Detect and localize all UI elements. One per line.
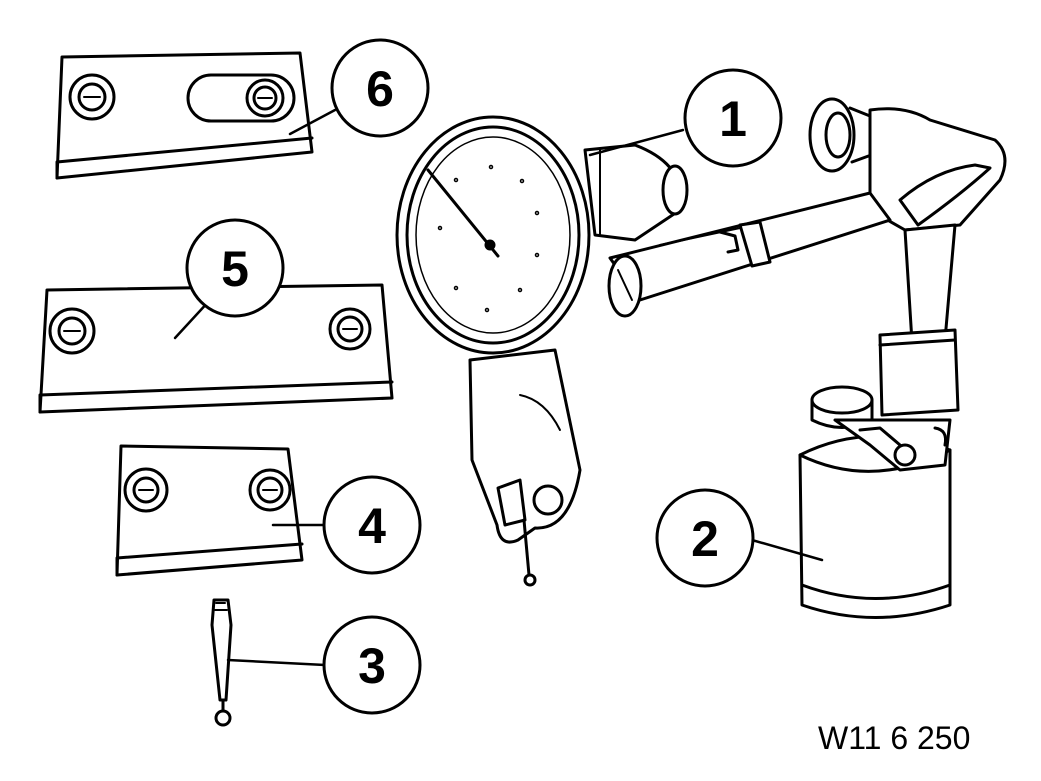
callout-circle-2 (655, 488, 755, 588)
leader-lines (173, 108, 824, 667)
callout-circle-6 (330, 38, 430, 138)
callout-label-2: 2 (691, 511, 719, 567)
callout-circle-3 (322, 615, 422, 715)
leader-3 (226, 658, 327, 667)
callout-label-3: 3 (358, 638, 386, 694)
slotted-plate (55, 51, 314, 180)
small-plate (115, 444, 304, 577)
callout-circle-5 (185, 218, 285, 318)
dial-gauge (395, 115, 689, 587)
callout-circles (185, 38, 783, 715)
callout-label-5: 5 (221, 241, 249, 297)
callout-circle-1 (683, 68, 783, 168)
callout-label-1: 1 (719, 91, 747, 147)
magnetic-stand (607, 97, 1007, 619)
callout-label-4: 4 (358, 498, 386, 554)
callout-circle-4 (322, 475, 422, 575)
leader-1 (588, 128, 685, 157)
leader-6 (288, 108, 337, 136)
callout-label-6: 6 (366, 61, 394, 117)
gauge-tip (210, 598, 233, 727)
leader-2 (743, 536, 824, 562)
long-plate (38, 283, 394, 414)
figure-code: W11 6 250 (818, 720, 971, 756)
